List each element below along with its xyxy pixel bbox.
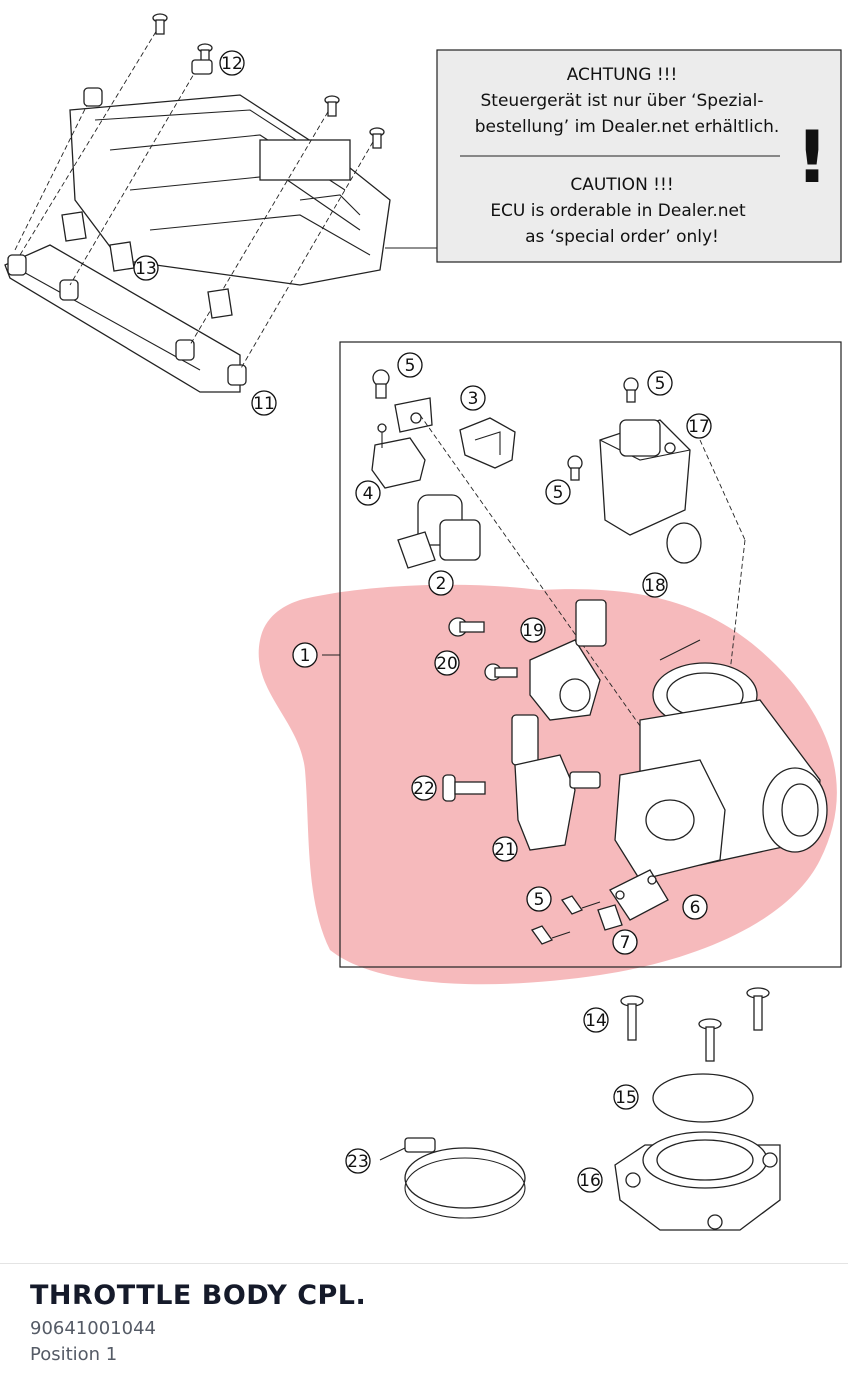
gasket-plate[interactable]: [609, 869, 669, 921]
svg-text:13: 13: [135, 259, 157, 279]
tps-sensor[interactable]: [599, 419, 691, 536]
sensor-screw[interactable]: [442, 774, 486, 802]
callout-14[interactable]: 14: [583, 1007, 609, 1033]
note-line-6: as ‘special order’ only!: [525, 227, 719, 247]
caution-note-box: ACHTUNG !!! Steuergerät ist nur über ‘Sp…: [436, 49, 842, 263]
svg-text:5: 5: [405, 356, 416, 376]
svg-text:14: 14: [585, 1011, 607, 1031]
note-line-2: Steuergerät ist nur über ‘Spezial-: [481, 91, 764, 111]
callout-13[interactable]: 13: [133, 255, 159, 281]
svg-text:22: 22: [413, 779, 435, 799]
svg-text:20: 20: [436, 654, 458, 674]
part-info-panel: THROTTLE BODY CPL. 90641001044 Position …: [0, 1264, 848, 1390]
callout-21[interactable]: 21: [492, 836, 518, 862]
callout-23[interactable]: 23: [345, 1148, 371, 1174]
callout-1[interactable]: 1: [292, 642, 318, 668]
svg-text:7: 7: [620, 933, 631, 953]
ecu-mounting-plate[interactable]: [4, 244, 247, 393]
throttle-body[interactable]: [614, 662, 828, 881]
callout-5a[interactable]: 5: [397, 352, 423, 378]
svg-text:18: 18: [644, 576, 666, 596]
callout-6[interactable]: 6: [682, 894, 708, 920]
svg-text:4: 4: [363, 484, 374, 504]
callout-19[interactable]: 19: [520, 617, 546, 643]
svg-text:16: 16: [579, 1171, 601, 1191]
warning-exclamation-icon: !: [796, 115, 829, 199]
callout-20[interactable]: 20: [434, 650, 460, 676]
callout-16[interactable]: 16: [577, 1167, 603, 1193]
svg-text:11: 11: [253, 394, 275, 414]
note-line-4: CAUTION !!!: [570, 175, 673, 195]
note-line-1: ACHTUNG !!!: [567, 65, 678, 85]
callout-22[interactable]: 22: [411, 775, 437, 801]
callout-5b[interactable]: 5: [647, 370, 673, 396]
svg-text:2: 2: [436, 574, 447, 594]
rubber-dampers[interactable]: [61, 211, 233, 319]
svg-text:12: 12: [221, 54, 243, 74]
callout-11[interactable]: 11: [251, 390, 277, 416]
footer-divider: [0, 1263, 848, 1264]
note-line-3: bestellung’ im Dealer.net erhältlich.: [475, 117, 780, 137]
callout-5d[interactable]: 5: [526, 886, 552, 912]
o-ring[interactable]: [666, 522, 702, 564]
svg-text:1: 1: [300, 646, 311, 666]
injector[interactable]: [397, 494, 481, 569]
callout-15[interactable]: 15: [613, 1084, 639, 1110]
svg-text:3: 3: [468, 389, 479, 409]
callout-2[interactable]: 2: [428, 570, 454, 596]
callout-7[interactable]: 7: [612, 929, 638, 955]
svg-text:17: 17: [688, 417, 710, 437]
part-position: Position 1: [30, 1344, 118, 1365]
clip[interactable]: [459, 417, 516, 469]
flange-screws[interactable]: [620, 987, 770, 1062]
callout-18[interactable]: 18: [642, 572, 668, 598]
svg-text:5: 5: [534, 890, 545, 910]
holder-screws[interactable]: [448, 617, 518, 681]
exploded-parts-diagram: ACHTUNG !!! Steuergerät ist nur über ‘Sp…: [4, 13, 842, 1231]
screws[interactable]: [372, 369, 639, 945]
hose-clamp[interactable]: [379, 1137, 526, 1219]
svg-text:23: 23: [347, 1152, 369, 1172]
svg-text:15: 15: [615, 1088, 637, 1108]
svg-text:5: 5: [553, 483, 564, 503]
injector-holder[interactable]: [529, 599, 607, 721]
part-number: 90641001044: [30, 1318, 156, 1339]
part-title: THROTTLE BODY CPL.: [30, 1280, 367, 1311]
map-sensor[interactable]: [511, 714, 601, 851]
svg-text:6: 6: [690, 898, 701, 918]
callout-12[interactable]: 12: [219, 50, 245, 76]
callout-17[interactable]: 17: [686, 413, 712, 439]
intake-o-ring[interactable]: [652, 1073, 754, 1123]
note-line-5: ECU is orderable in Dealer.net: [490, 201, 746, 221]
svg-text:5: 5: [655, 374, 666, 394]
protection-cap[interactable]: [597, 904, 623, 931]
svg-text:19: 19: [522, 621, 544, 641]
intake-flange[interactable]: [614, 1131, 781, 1231]
callout-4[interactable]: 4: [355, 480, 381, 506]
svg-text:21: 21: [494, 840, 516, 860]
idle-actuator[interactable]: [371, 397, 433, 489]
callout-5c[interactable]: 5: [545, 479, 571, 505]
callout-3[interactable]: 3: [460, 385, 486, 411]
